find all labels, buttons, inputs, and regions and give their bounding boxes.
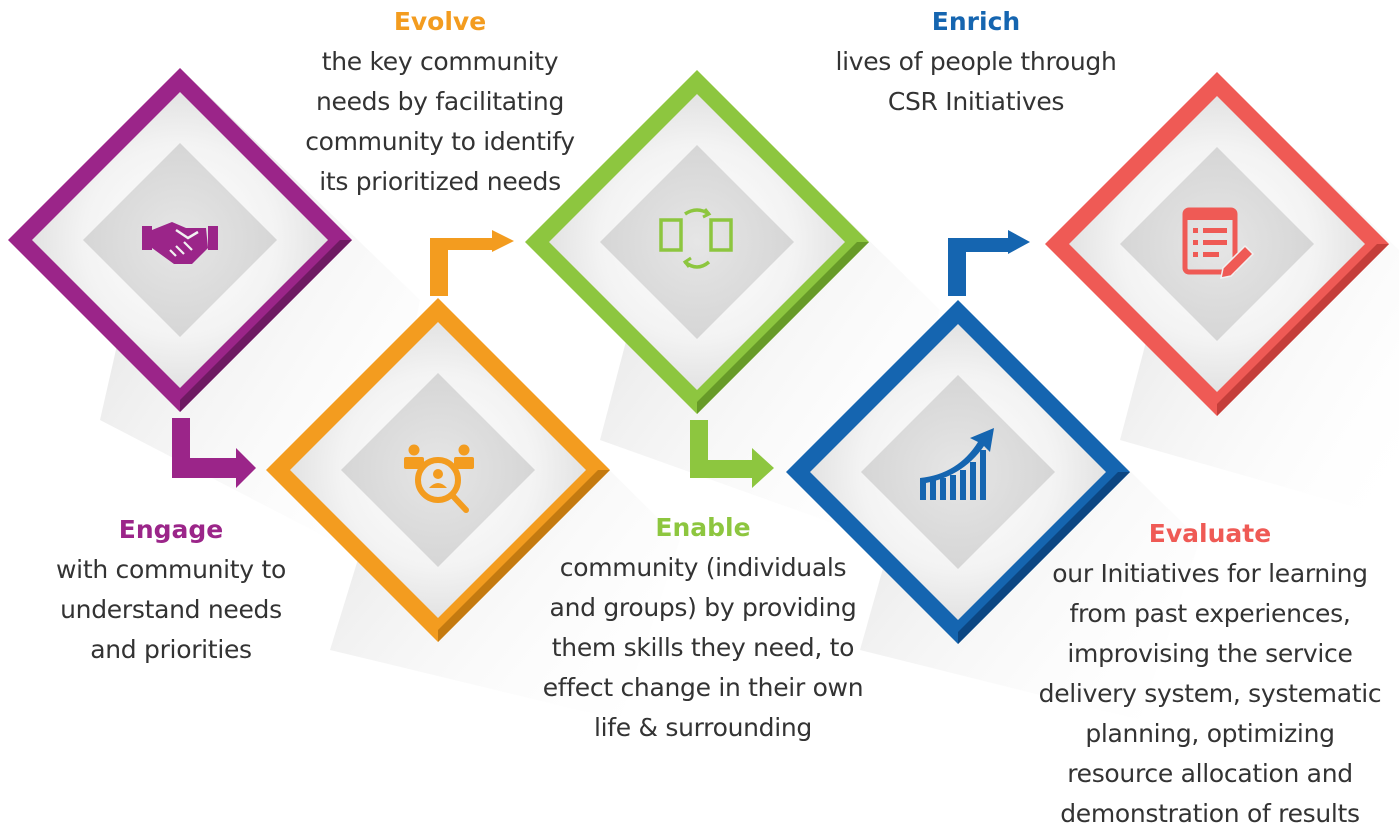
engage-title: Engage <box>118 515 224 544</box>
enrich-label: Enrich lives of people through CSR Initi… <box>820 2 1132 122</box>
enable-line-1: community (individuals <box>559 553 847 582</box>
enable-line-2: and groups) by providing <box>549 593 857 622</box>
evolve-line-1: the key community <box>321 47 559 76</box>
evaluate-line-3: improvising the service <box>1067 639 1353 668</box>
evaluate-diamond-outer-shade <box>1217 244 1389 416</box>
evolve-line-2: needs by facilitating <box>315 87 565 116</box>
exchange-documents-icon <box>659 208 733 269</box>
handshake-icon <box>142 222 218 264</box>
enrich-title: Enrich <box>931 7 1021 36</box>
enable-label: Enable community (individuals and groups… <box>520 508 886 748</box>
engage-diamond-outer-shade <box>180 240 352 412</box>
enable-diamond-center <box>600 145 794 339</box>
evolve-to-enable-arrow <box>430 230 514 296</box>
search-people-icon <box>404 444 474 513</box>
growth-chart-icon <box>920 428 994 500</box>
evolve-title: Evolve <box>393 7 487 36</box>
enrich-diamond-center <box>861 375 1055 569</box>
enrich-line-1: lives of people through <box>835 47 1117 76</box>
evolve-diamond-outer-shade <box>438 470 610 642</box>
engage-label: Engage with community to understand need… <box>40 510 302 670</box>
engage-line-3: and priorities <box>90 635 252 664</box>
enrich-diamond-outer-shade <box>958 472 1130 644</box>
engage-line-2: understand needs <box>60 595 282 624</box>
enable-to-enrich-arrow <box>690 420 774 488</box>
evaluate-label: Evaluate our Initiatives for learning fr… <box>1032 514 1388 832</box>
evolve-line-4: its prioritized needs <box>319 167 561 196</box>
enable-diamond <box>525 70 940 540</box>
evaluate-line-5: planning, optimizing <box>1085 719 1335 748</box>
evolve-diamond <box>266 298 680 720</box>
evaluate-line-6: resource allocation and <box>1067 759 1353 788</box>
engage-to-evolve-arrow <box>172 418 256 488</box>
enable-line-3: them skills they need, to <box>551 633 855 662</box>
evaluate-line-4: delivery system, systematic <box>1038 679 1382 708</box>
enable-diamond-outer-shade <box>697 242 869 414</box>
checklist-edit-icon <box>1182 207 1255 279</box>
evaluate-line-2: from past experiences, <box>1069 599 1351 628</box>
enable-line-5: life & surrounding <box>593 713 812 742</box>
evolve-label: Evolve the key community needs by facili… <box>290 2 590 202</box>
evaluate-title: Evaluate <box>1148 519 1272 548</box>
evaluate-line-1: our Initiatives for learning <box>1052 559 1368 588</box>
enable-line-4: effect change in their own <box>542 673 864 702</box>
enrich-to-evaluate-arrow <box>948 230 1030 296</box>
engage-line-1: with community to <box>56 555 286 584</box>
enable-title: Enable <box>655 513 751 542</box>
evaluate-line-7: demonstration of results <box>1060 799 1360 828</box>
evolve-line-3: community to identify <box>305 127 575 156</box>
enrich-diamond <box>786 300 1200 720</box>
evaluate-diamond <box>1045 72 1399 520</box>
enrich-line-2: CSR Initiatives <box>887 87 1065 116</box>
